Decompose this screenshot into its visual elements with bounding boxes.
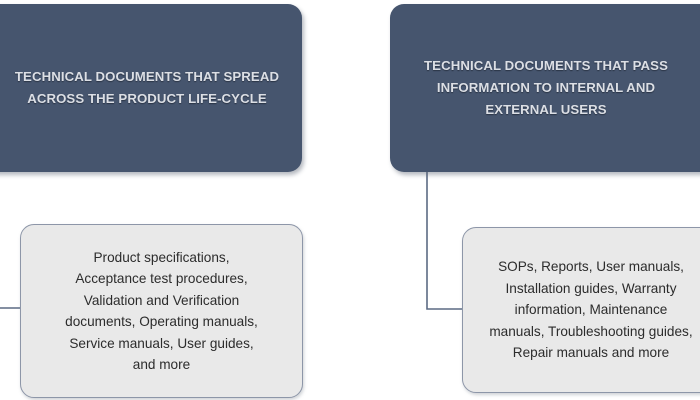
detail-box-left-label: Product specifications, Acceptance test … bbox=[65, 249, 258, 373]
header-box-left[interactable]: TECHNICAL DOCUMENTS THAT SPREAD ACROSS T… bbox=[0, 4, 302, 172]
detail-box-left[interactable]: Product specifications, Acceptance test … bbox=[20, 224, 303, 398]
header-box-right[interactable]: TECHNICAL DOCUMENTS THAT PASS INFORMATIO… bbox=[390, 4, 700, 172]
detail-box-right-label: SOPs, Reports, User manuals, Installatio… bbox=[489, 259, 693, 361]
connector-right bbox=[426, 172, 464, 310]
header-box-right-label: TECHNICAL DOCUMENTS THAT PASS INFORMATIO… bbox=[424, 58, 668, 117]
detail-box-right[interactable]: SOPs, Reports, User manuals, Installatio… bbox=[462, 227, 700, 393]
connector-left bbox=[0, 307, 22, 309]
header-box-left-label: TECHNICAL DOCUMENTS THAT SPREAD ACROSS T… bbox=[14, 69, 280, 106]
